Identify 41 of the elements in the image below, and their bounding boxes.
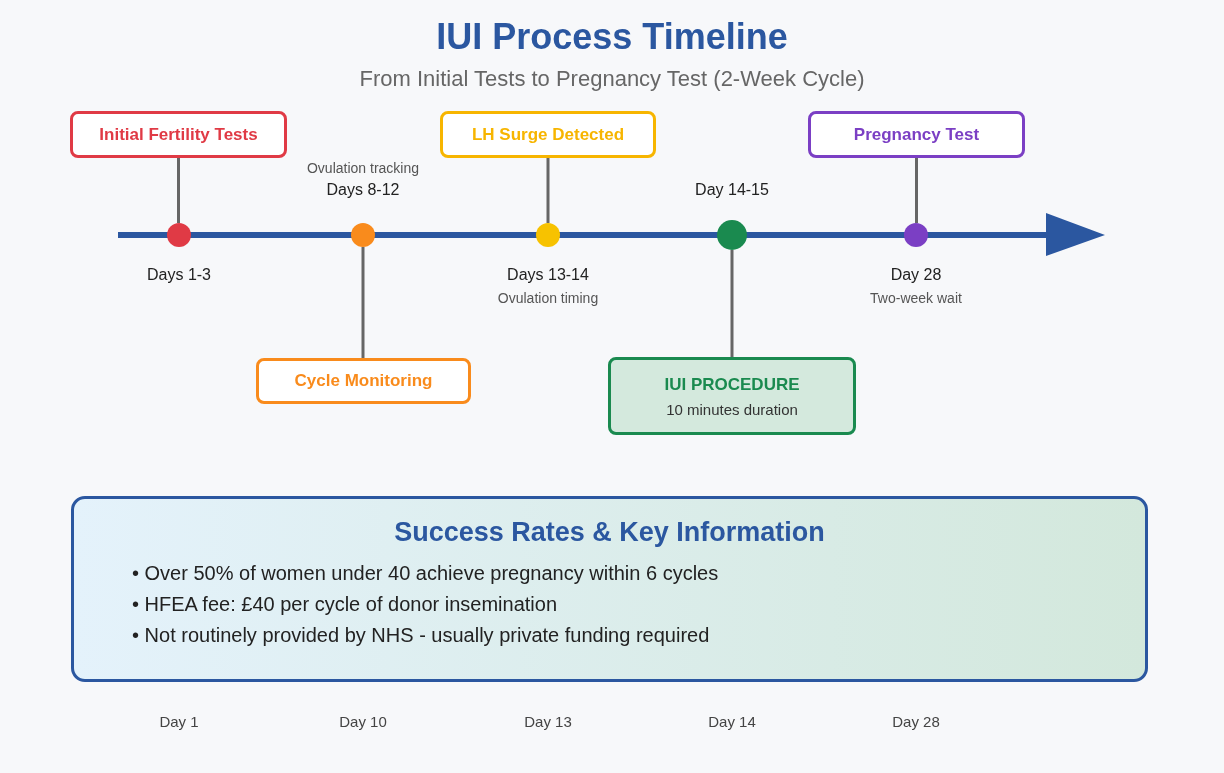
leader-line [177,158,180,223]
day-label: Day 13 [524,713,572,730]
day-label: Day 14 [708,713,756,730]
leader-line [915,158,918,223]
bullet-item: • Not routinely provided by NHS - usually private funding required [132,623,711,648]
panel-heading: Success Rates & Key Information [393,517,826,548]
timeline-marker [717,220,747,250]
event-box [440,111,656,158]
event-box [608,357,856,435]
event-title: Pregnancy Test [853,124,980,145]
marker-caption: Days 8-12 [326,181,400,199]
marker-caption: Day 28 [890,266,942,284]
leader-line [730,250,734,357]
leader-line [361,247,365,358]
marker-caption: Days 1-3 [147,266,211,284]
event-note: 10 minutes duration [666,400,798,418]
event-title: IUI PROCEDURE [664,374,800,395]
marker-caption: Day 14-15 [695,181,769,199]
subtitle: From Initial Tests to Pregnancy Test (2-Week Cycle) [358,66,866,92]
marker-caption: Ovulation tracking [306,160,420,176]
event-title: LH Surge Detected [471,124,625,145]
event-box [70,111,287,158]
marker-caption: Days 13-14 [507,266,589,284]
marker-caption: Ovulation timing [497,290,599,306]
leader-line [546,158,550,223]
title: IUI Process Timeline [435,16,789,58]
day-label: Day 10 [339,713,387,730]
day-label: Day 1 [159,713,199,730]
timeline-marker [351,223,375,247]
event-box [256,358,471,404]
event-title: Cycle Monitoring [294,371,433,391]
event-title: Initial Fertility Tests [99,124,258,145]
event-box [808,111,1025,158]
bullet-item: • Over 50% of women under 40 achieve pregnancy within 6 cycles [132,561,720,586]
timeline-marker [167,223,191,247]
marker-caption: Two-week wait [870,290,962,306]
timeline-marker [536,223,560,247]
info-panel [71,496,1148,682]
day-label: Day 28 [892,713,940,730]
bullet-item: • HFEA fee: £40 per cycle of donor insemination [132,592,558,617]
timeline-marker [904,223,928,247]
